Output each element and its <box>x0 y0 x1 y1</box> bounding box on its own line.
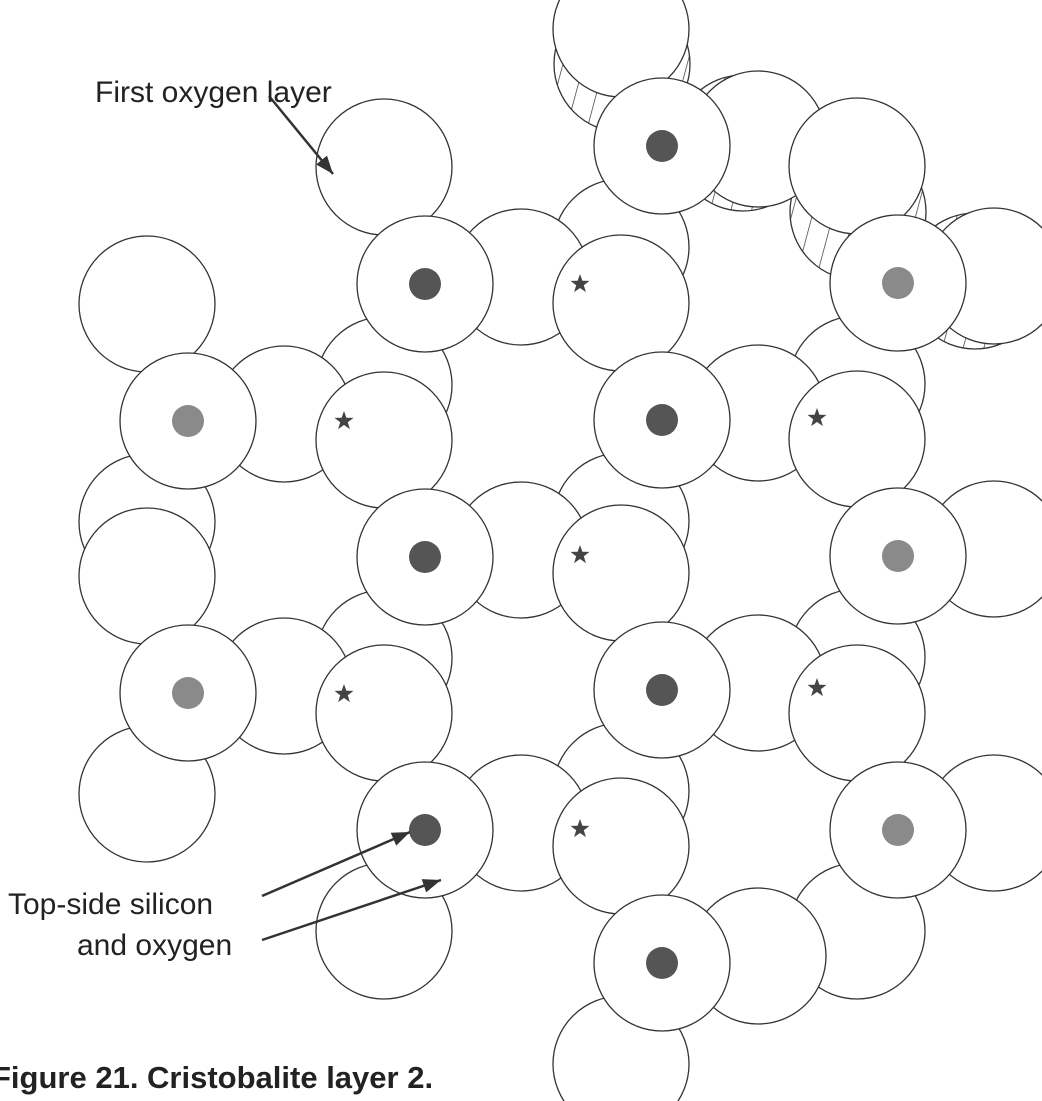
top-side-silicon-label: Top-side silicon <box>8 888 214 921</box>
star-marker <box>570 819 590 838</box>
silicon-atom <box>172 677 204 709</box>
arrows <box>261 95 442 942</box>
silicon-atom <box>172 405 204 437</box>
oxygen-circle <box>788 370 926 508</box>
oxygen-circle <box>788 644 926 782</box>
star-markers <box>334 274 827 838</box>
oxygen-circle <box>78 507 216 645</box>
silicon-arrow-head <box>390 832 410 846</box>
oxygen-circle <box>78 235 216 373</box>
oxygen-circle <box>315 98 453 236</box>
silicon-atom <box>409 268 441 300</box>
star-marker <box>570 274 590 293</box>
silicon-atom <box>409 814 441 846</box>
oxygen-circle <box>552 504 690 642</box>
star-marker <box>334 411 354 430</box>
star-marker <box>807 678 827 697</box>
oxygen-circle <box>552 234 690 372</box>
oxygen-arrow-head <box>421 879 441 893</box>
silicon-arrow-shaft <box>261 830 411 898</box>
oxygen-circle <box>315 644 453 782</box>
figure-caption: Figure 21. Cristobalite layer 2. <box>0 1060 434 1095</box>
first-layer-arrow-head <box>316 155 333 174</box>
silicon-atom <box>409 541 441 573</box>
star-marker <box>334 684 354 703</box>
silicon-atom <box>646 404 678 436</box>
silicon-atom <box>882 814 914 846</box>
oxygen-circle <box>552 777 690 915</box>
and-oxygen-label: and oxygen <box>77 929 233 962</box>
first-oxygen-layer-label: First oxygen layer <box>95 76 332 109</box>
silicon-atom <box>646 130 678 162</box>
oxygen-circle <box>788 97 926 235</box>
oxygen-arrow-shaft <box>261 878 442 942</box>
silicon-atom <box>882 540 914 572</box>
silicon-atom <box>646 947 678 979</box>
oxygen-circle <box>315 371 453 509</box>
first-oxygen-layer <box>78 0 1042 1101</box>
silicon-atom <box>646 674 678 706</box>
star-marker <box>807 408 827 427</box>
silicon-atom <box>882 267 914 299</box>
top-side-layer <box>119 77 967 1032</box>
star-marker <box>570 545 590 564</box>
